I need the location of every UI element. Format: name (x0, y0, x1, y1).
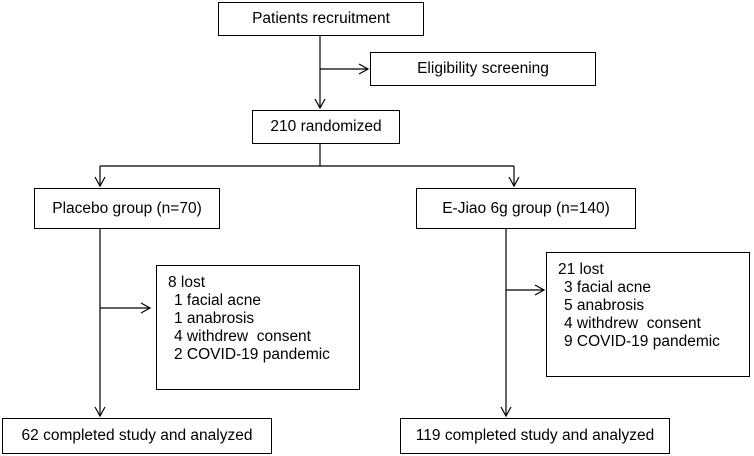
randomized-box: 210 randomized (252, 110, 400, 144)
placebo-completed-label: 62 completed study and analyzed (21, 427, 253, 445)
eligibility-screening-box: Eligibility screening (370, 52, 596, 86)
ejiao-lost-reason: 4 withdrew consent (564, 315, 701, 332)
placebo-lost-reason: 4 withdrew consent (174, 328, 311, 345)
ejiao-lost-reason: 9 COVID-19 pandemic (564, 333, 720, 350)
randomized-label: 210 randomized (270, 118, 382, 136)
ejiao-group-box: E-Jiao 6g group (n=140) (416, 188, 636, 229)
ejiao-group-label: E-Jiao 6g group (n=140) (442, 199, 610, 217)
patients-recruitment-label: Patients recruitment (252, 10, 390, 28)
placebo-lost-title: 8 lost (168, 274, 206, 291)
ejiao-lost-reason: 5 anabrosis (564, 297, 645, 314)
ejiao-lost-reason: 3 facial acne (564, 279, 652, 296)
placebo-completed-box: 62 completed study and analyzed (2, 418, 272, 454)
placebo-group-box: Placebo group (n=70) (34, 188, 220, 229)
ejiao-completed-box: 119 completed study and analyzed (400, 418, 670, 454)
placebo-group-label: Placebo group (n=70) (52, 199, 202, 217)
placebo-lost-reason: 1 anabrosis (174, 310, 255, 327)
placebo-lost-reason: 1 facial acne (174, 292, 262, 309)
ejiao-lost-title: 21 lost (558, 261, 604, 278)
placebo-lost-reason: 2 COVID-19 pandemic (174, 346, 330, 363)
eligibility-screening-label: Eligibility screening (417, 60, 549, 78)
placebo-lost-box: 8 lost 1 facial acne 1 anabrosis 4 withd… (156, 265, 360, 390)
patients-recruitment-box: Patients recruitment (218, 2, 424, 36)
ejiao-lost-box: 21 lost 3 facial acne 5 anabrosis 4 with… (546, 252, 750, 377)
ejiao-completed-label: 119 completed study and analyzed (415, 427, 655, 445)
